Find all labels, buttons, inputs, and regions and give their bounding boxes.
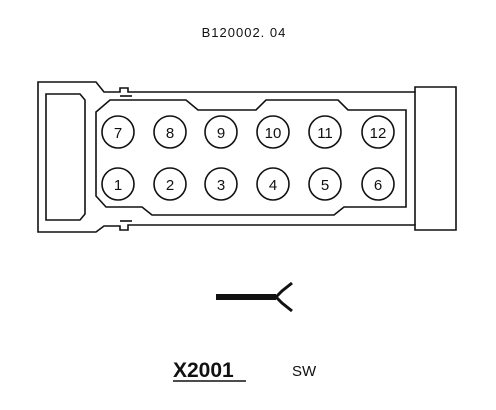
pin-10-label: 10 [265, 125, 282, 142]
pin-4-circle [256, 167, 290, 201]
plug-wire [216, 294, 276, 300]
pin-1-label: 1 [114, 177, 122, 194]
pin-12-circle [361, 115, 395, 149]
pin-7: 7 [101, 115, 135, 149]
pin-7-label: 7 [114, 125, 122, 142]
pin-4-label: 4 [269, 177, 277, 194]
connector-plug-icon [216, 281, 293, 313]
pin-9: 9 [204, 115, 238, 149]
pin-11: 11 [308, 115, 342, 149]
housing-outline [37, 81, 457, 233]
plug-fork-upper [274, 281, 293, 299]
pin-6: 6 [361, 167, 395, 201]
connector-id: X2001 [173, 359, 234, 382]
color-code: SW [292, 363, 317, 380]
pin-6-circle [361, 167, 395, 201]
pin-10-circle [256, 115, 290, 149]
pin-row-bottom: 1 2 3 4 5 6 [101, 167, 395, 201]
pin-6-label: 6 [374, 177, 382, 194]
pin-5: 5 [308, 167, 342, 201]
connector-housing [37, 81, 457, 233]
pin-12-label: 12 [370, 125, 387, 142]
pin-3-circle [204, 167, 238, 201]
pin-11-label: 11 [317, 125, 333, 142]
housing-inner-contour [95, 99, 407, 216]
pin-12: 12 [361, 115, 395, 149]
pin-8-label: 8 [166, 125, 174, 142]
pin-5-label: 5 [321, 177, 329, 194]
pin-2-label: 2 [166, 177, 174, 194]
pin-10: 10 [256, 115, 290, 149]
pin-2-circle [153, 167, 187, 201]
pin-11-circle [308, 115, 342, 149]
pin-3: 3 [204, 167, 238, 201]
pin-row-top: 7 8 9 10 11 12 [101, 115, 395, 149]
housing-latch [45, 93, 86, 221]
pin-5-circle [308, 167, 342, 201]
plug-fork-lower [274, 295, 293, 313]
reference-id: B120002. 04 [202, 25, 287, 40]
pin-7-circle [101, 115, 135, 149]
pin-4: 4 [256, 167, 290, 201]
pin-3-label: 3 [217, 177, 225, 194]
pin-8: 8 [153, 115, 187, 149]
pin-9-label: 9 [217, 125, 225, 142]
pin-9-circle [204, 115, 238, 149]
pin-8-circle [153, 115, 187, 149]
pin-1-circle [101, 167, 135, 201]
pin-1: 1 [101, 167, 135, 201]
pin-2: 2 [153, 167, 187, 201]
